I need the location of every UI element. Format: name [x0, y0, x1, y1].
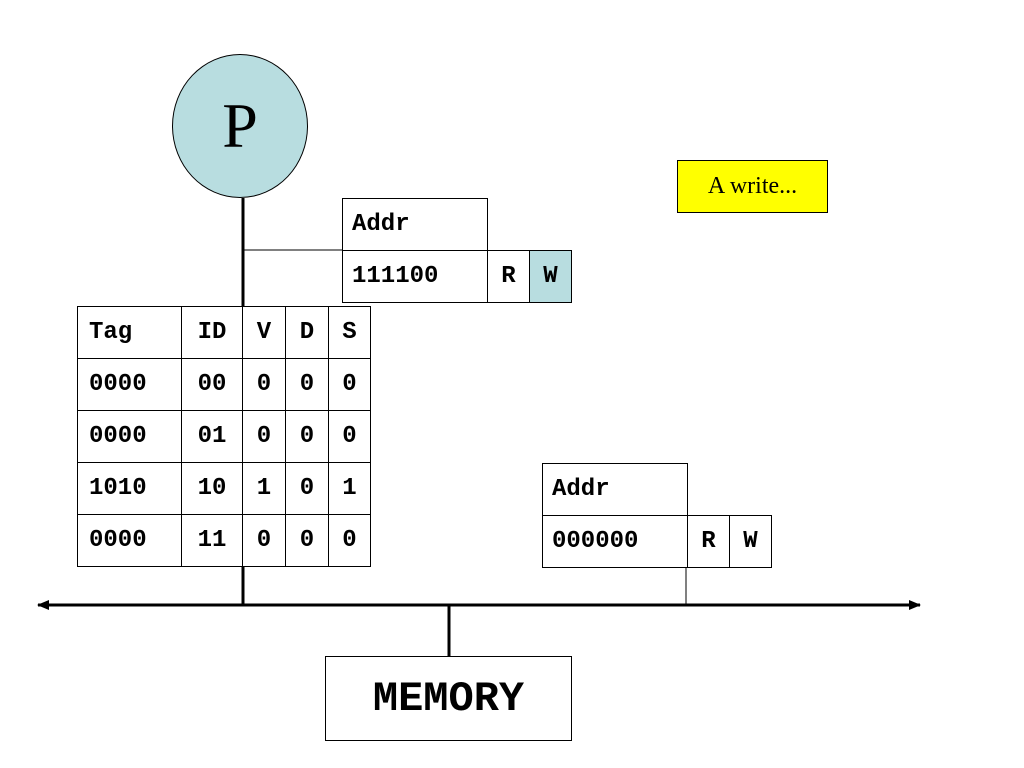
- cache-cell-dirty: 0: [285, 410, 329, 463]
- cache-cell-shared: 0: [328, 358, 371, 411]
- request-bottom-addr-label: Addr: [542, 463, 688, 516]
- cache-cell-tag: 0000: [77, 410, 182, 463]
- cache-cell-valid: 1: [242, 462, 286, 515]
- cache-header-tag: Tag: [77, 306, 182, 359]
- cache-cell-tag: 0000: [77, 514, 182, 567]
- cache-cell-dirty: 0: [285, 514, 329, 567]
- cache-cell-id: 01: [181, 410, 243, 463]
- cache-cell-valid: 0: [242, 514, 286, 567]
- cache-cell-valid: 0: [242, 410, 286, 463]
- note-box: A write...: [677, 160, 828, 213]
- cache-cell-tag: 1010: [77, 462, 182, 515]
- cache-cell-id: 00: [181, 358, 243, 411]
- cache-cell-id: 11: [181, 514, 243, 567]
- cache-cell-id: 10: [181, 462, 243, 515]
- cache-cell-dirty: 0: [285, 462, 329, 515]
- cache-cell-shared: 0: [328, 514, 371, 567]
- cache-cell-shared: 0: [328, 410, 371, 463]
- cache-table: Tag ID V D S 0000 00 0 0 0 0000 01 0 0 0…: [77, 306, 371, 567]
- cache-header-shared: S: [328, 306, 371, 359]
- request-bottom-read-flag: R: [687, 515, 730, 568]
- request-top-write-flag: W: [529, 250, 572, 303]
- cache-header-valid: V: [242, 306, 286, 359]
- request-top-addr-value: 111100: [342, 250, 488, 303]
- cache-header-row: Tag ID V D S: [77, 306, 371, 359]
- request-top: Addr 111100 R W: [342, 198, 572, 303]
- cache-cell-dirty: 0: [285, 358, 329, 411]
- cache-row: 0000 00 0 0 0: [77, 358, 371, 411]
- cache-row: 0000 01 0 0 0: [77, 410, 371, 463]
- request-bottom-addr-value: 000000: [542, 515, 688, 568]
- cache-header-id: ID: [181, 306, 243, 359]
- request-top-read-flag: R: [487, 250, 530, 303]
- cache-cell-valid: 0: [242, 358, 286, 411]
- memory-label: MEMORY: [372, 674, 525, 723]
- request-bottom: Addr 000000 R W: [542, 463, 772, 568]
- request-bottom-write-flag: W: [729, 515, 772, 568]
- note-text: A write...: [707, 173, 798, 199]
- request-top-addr-label: Addr: [342, 198, 488, 251]
- memory-box: MEMORY: [325, 656, 572, 741]
- processor-node: P: [172, 54, 308, 198]
- cache-row: 0000 11 0 0 0: [77, 514, 371, 567]
- processor-label: P: [222, 90, 258, 161]
- cache-row: 1010 10 1 0 1: [77, 462, 371, 515]
- cache-cell-tag: 0000: [77, 358, 182, 411]
- cache-cell-shared: 1: [328, 462, 371, 515]
- cache-header-dirty: D: [285, 306, 329, 359]
